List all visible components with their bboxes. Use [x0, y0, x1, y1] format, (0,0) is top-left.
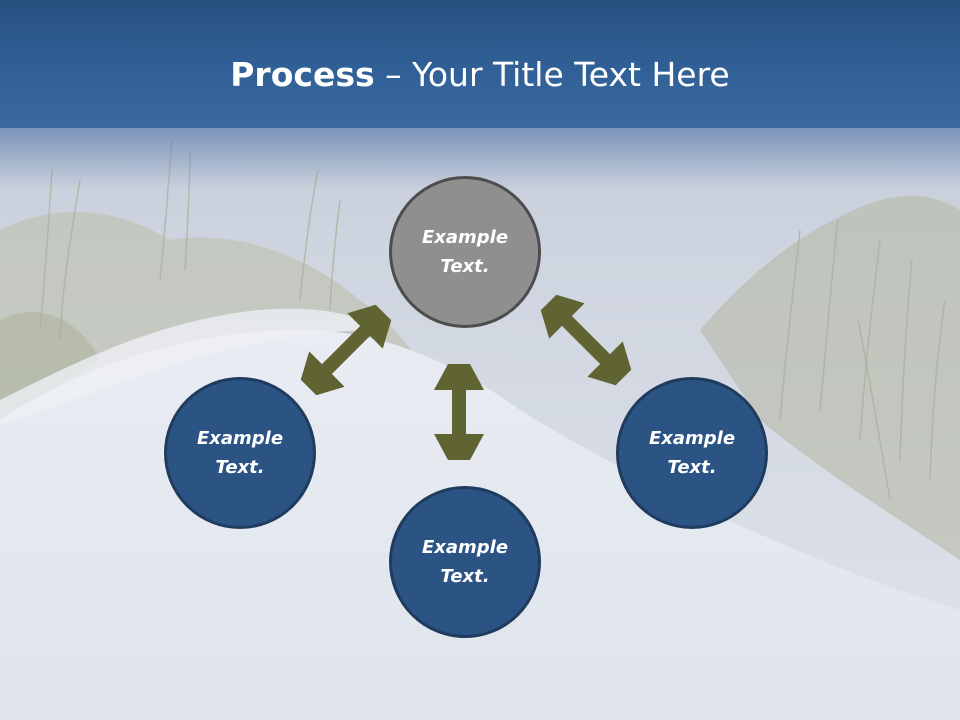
- node-left-line1: Example: [196, 428, 284, 449]
- process-node-bottom[interactable]: Example Text.: [389, 486, 541, 638]
- arrow-top-right: [540, 294, 632, 386]
- node-bottom-line1: Example: [421, 537, 509, 558]
- process-node-right[interactable]: Example Text.: [616, 377, 768, 529]
- node-right-line2: Text.: [667, 457, 717, 478]
- arrow-top-left: [300, 304, 392, 396]
- title-bold-text: Process: [230, 55, 375, 94]
- node-left-line2: Text.: [215, 457, 265, 478]
- title-bar: [0, 0, 960, 128]
- process-node-left[interactable]: Example Text.: [164, 377, 316, 529]
- node-top-line1: Example: [421, 227, 509, 248]
- process-node-top[interactable]: Example Text.: [389, 176, 541, 328]
- slide-title: Process – Your Title Text Here: [0, 52, 960, 98]
- node-bottom-line2: Text.: [440, 566, 490, 587]
- arrow-vertical: [434, 364, 484, 460]
- node-right-line1: Example: [648, 428, 736, 449]
- node-top-line2: Text.: [440, 256, 490, 277]
- title-rest-text: – Your Title Text Here: [374, 55, 730, 94]
